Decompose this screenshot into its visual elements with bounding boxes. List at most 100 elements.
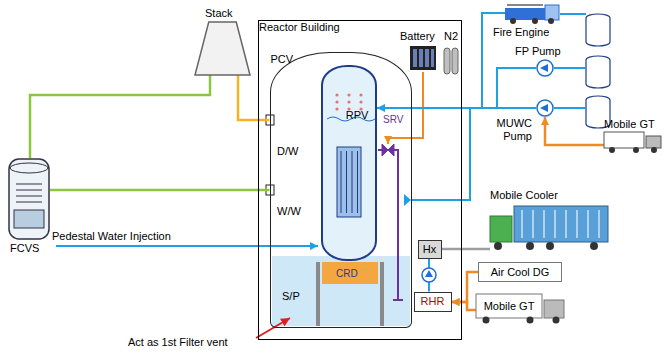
pump-shape (536, 59, 554, 77)
steam-dot (347, 100, 350, 103)
region-label: D/W (277, 145, 298, 158)
pipe-connector (452, 302, 477, 310)
truck-body (604, 132, 644, 148)
steam-dot (359, 93, 362, 96)
node-label: RHR (421, 295, 445, 308)
tank-pipe (560, 13, 586, 15)
cooler-fin (521, 210, 523, 238)
fuel-rod (357, 151, 358, 213)
vessel-body (9, 159, 49, 239)
node-label: Air Cool DG (491, 266, 550, 279)
srv-line (378, 150, 398, 300)
label-holder: Battery (400, 30, 435, 43)
wheel (548, 18, 554, 24)
node-label: Mobile GT (604, 118, 662, 131)
region-label: S/P (282, 290, 300, 303)
valve-label: SRV (383, 113, 403, 126)
rhr-box: RHR (414, 292, 452, 312)
pipe-connector (497, 68, 536, 108)
nitrogen-bottle (444, 48, 458, 74)
battery-symbol (419, 49, 423, 67)
node-label: Stack (205, 7, 260, 20)
srv-line (378, 72, 423, 300)
node-label: RPV (346, 109, 369, 122)
steam-dot (335, 100, 338, 103)
vessel-top (10, 163, 48, 173)
label-holder: W/W (277, 205, 301, 218)
label-holder: Act as 1st Filter vent (128, 336, 228, 349)
mobile-cooler: Mobile Cooler (490, 204, 608, 252)
label-holder: SRV (383, 113, 403, 126)
fuel-core (337, 147, 361, 217)
cooler-fin (576, 210, 578, 238)
wheel (553, 317, 560, 324)
node-label: FCVS (10, 242, 52, 255)
fuel-rod (346, 151, 347, 213)
node-label: Mobile GT (484, 300, 535, 313)
region-label: CRD (336, 267, 358, 280)
spray-nozzle (404, 194, 411, 206)
cooler-fin (565, 210, 567, 238)
filter-line (16, 184, 42, 185)
cyl-shape (8, 158, 50, 240)
cooler-fin (598, 210, 600, 238)
mobile-gt-truck: Mobile GT (604, 132, 662, 154)
crd-region (322, 262, 378, 284)
battery-symbol (410, 46, 436, 70)
node-label: PCV (271, 53, 411, 66)
part-label: N2 (444, 30, 458, 43)
core-shape (323, 67, 379, 263)
node-label: MUWC Pump (492, 117, 532, 143)
crd-region (322, 262, 378, 284)
fcvs-vessel: FCVS (8, 158, 50, 240)
steam-dot (335, 93, 338, 96)
battery-symbol (410, 46, 436, 70)
heat-exchanger: Hx (418, 240, 442, 259)
truck-cab (545, 5, 559, 20)
truck-body (476, 294, 542, 318)
cooler-fin (543, 210, 545, 238)
rhr-pump-symbol (422, 268, 436, 282)
water-tank (586, 14, 610, 128)
filter-line (16, 196, 42, 197)
water-tank (586, 14, 610, 46)
pedestal-wall (316, 262, 384, 326)
pipe-connector (238, 75, 270, 120)
wheel (546, 242, 554, 250)
node-label: FP Pump (515, 45, 533, 58)
wheel (494, 242, 502, 250)
pipe-connector (442, 248, 491, 251)
fuel-rod (352, 151, 353, 213)
wheel (651, 147, 657, 153)
nitrogen-bottle (452, 48, 458, 74)
node-label: Mobile Cooler (490, 189, 608, 202)
label-holder: CRD (336, 267, 358, 280)
note-label: Act as 1st Filter vent (128, 336, 228, 349)
truck-cab (544, 300, 564, 318)
nitrogen-bottle (444, 48, 450, 74)
label-holder: S/P (282, 290, 300, 303)
pump-shape (536, 99, 554, 117)
suppression-pool (272, 256, 410, 326)
wheel (532, 18, 538, 24)
wheel (527, 317, 534, 324)
stack-body (195, 22, 250, 75)
pcv-vessel: RPV PCV (270, 52, 412, 328)
pump-circle (537, 100, 553, 116)
pedestal-injection-arrow (56, 245, 318, 247)
water-tank (586, 56, 610, 88)
label-holder: Pedestal Water Injection (52, 230, 171, 243)
cooler-fin (587, 210, 589, 238)
fp-pump: FP Pump (536, 59, 554, 77)
fire-engine: Fire Engine (505, 2, 560, 24)
steam-dot (347, 93, 350, 96)
mobile-gt-truck: Mobile GT (476, 294, 566, 324)
cooler-trailer (514, 206, 608, 242)
truck-cab (490, 216, 512, 242)
pump-arrow (540, 64, 548, 72)
pipe-connector (50, 189, 270, 192)
rpv-vessel: RPV (321, 65, 377, 261)
tank-pipe (554, 14, 586, 108)
stack: Stack (195, 22, 250, 75)
